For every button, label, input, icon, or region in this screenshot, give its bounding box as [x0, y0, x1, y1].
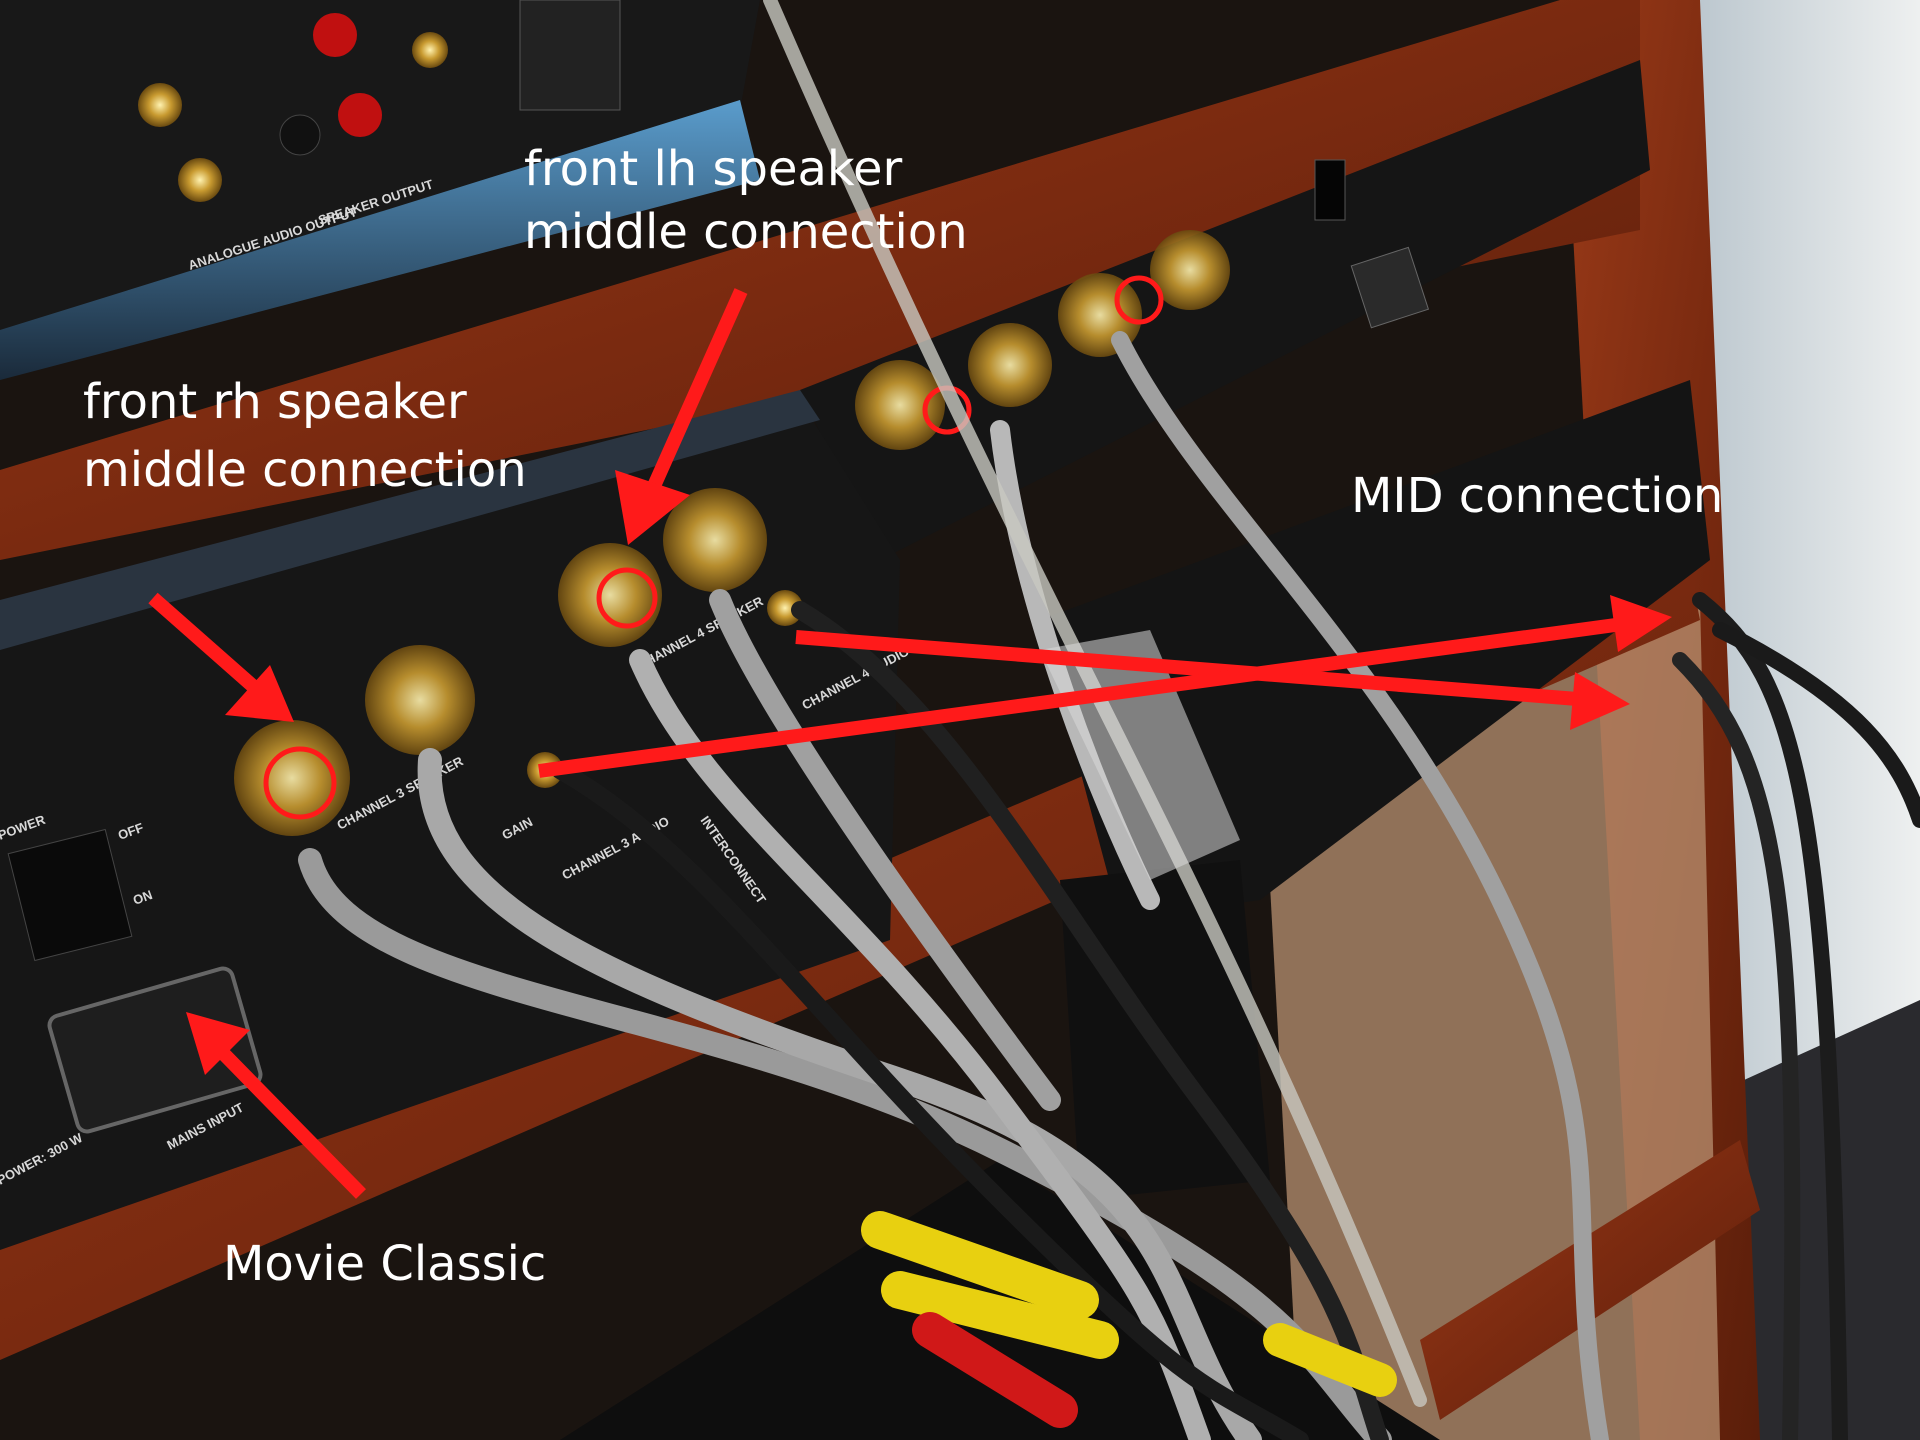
power-switch[interactable] — [7, 828, 133, 962]
power-switch — [1314, 159, 1346, 221]
arrow-movie-classic — [214, 1045, 367, 1199]
arrowhead — [615, 470, 690, 545]
yellow-rca-plug — [881, 1271, 1119, 1359]
black-interconnect-cable — [1672, 652, 1801, 1440]
arrowhead — [186, 1012, 250, 1075]
label-front-rh-line1: front rh speaker — [83, 374, 467, 430]
top-shelf — [0, 0, 1640, 560]
arrow-front-rh — [148, 592, 260, 694]
earth-terminal — [412, 32, 448, 68]
rca-jack — [138, 83, 182, 127]
label-front-rh-line2: middle connection — [83, 442, 527, 498]
black-interconnect-cable — [551, 761, 1309, 1440]
ch4-speaker-terminal-red — [558, 543, 662, 647]
arrowhead — [1610, 595, 1672, 652]
red-ring-marker — [263, 746, 337, 820]
power-inlet — [1350, 246, 1430, 329]
arrowhead — [225, 665, 294, 722]
gray-speaker-cable — [1111, 331, 1609, 1440]
red-rca-plug — [912, 1312, 1078, 1428]
label-front-lh-line1: front lh speaker — [524, 141, 903, 197]
binding-post-red — [313, 13, 357, 57]
arrow-ch4-audio-to-mid — [795, 630, 1591, 707]
upper-right-amplifier — [800, 60, 1650, 560]
ch4-audio-rca — [767, 590, 803, 626]
black-interconnect-cable — [1712, 622, 1920, 828]
terminal — [1150, 230, 1230, 310]
main-amp-top-edge — [0, 390, 820, 650]
light-reflection — [0, 100, 760, 380]
arrow-ch3-audio-to-mid — [538, 616, 1631, 778]
yellow-rca-plug — [1263, 1323, 1397, 1397]
red-ring-marker — [1114, 275, 1164, 325]
speaker-terminals — [234, 230, 1230, 836]
terminal — [968, 323, 1052, 407]
ch3-speaker-terminal-black — [365, 645, 475, 755]
binding-post-red — [338, 93, 382, 137]
label-movie-classic: Movie Classic — [223, 1236, 546, 1292]
gray-speaker-cable — [629, 649, 1211, 1440]
ch4-speaker-terminal-black — [663, 488, 767, 592]
binding-post-black — [279, 114, 321, 156]
red-ring-marker — [596, 567, 658, 629]
label-on: ON — [131, 887, 154, 908]
arrowhead — [1570, 672, 1630, 730]
black-interconnect-cable — [791, 601, 1389, 1440]
yellow-rca-plug — [861, 1211, 1099, 1319]
gray-speaker-cable — [709, 589, 1061, 1111]
annotation-arrows — [148, 288, 1672, 1199]
top-amp-iec-socket — [519, 0, 621, 111]
mains-input-socket — [47, 966, 263, 1134]
terminal — [855, 360, 945, 450]
label-front-lh-line2: middle connection — [524, 204, 968, 260]
label-mid-connection: MID connection — [1351, 468, 1723, 524]
gray-speaker-cable — [417, 748, 1262, 1440]
rca-jack — [178, 158, 222, 202]
arrow-front-lh — [643, 288, 748, 498]
